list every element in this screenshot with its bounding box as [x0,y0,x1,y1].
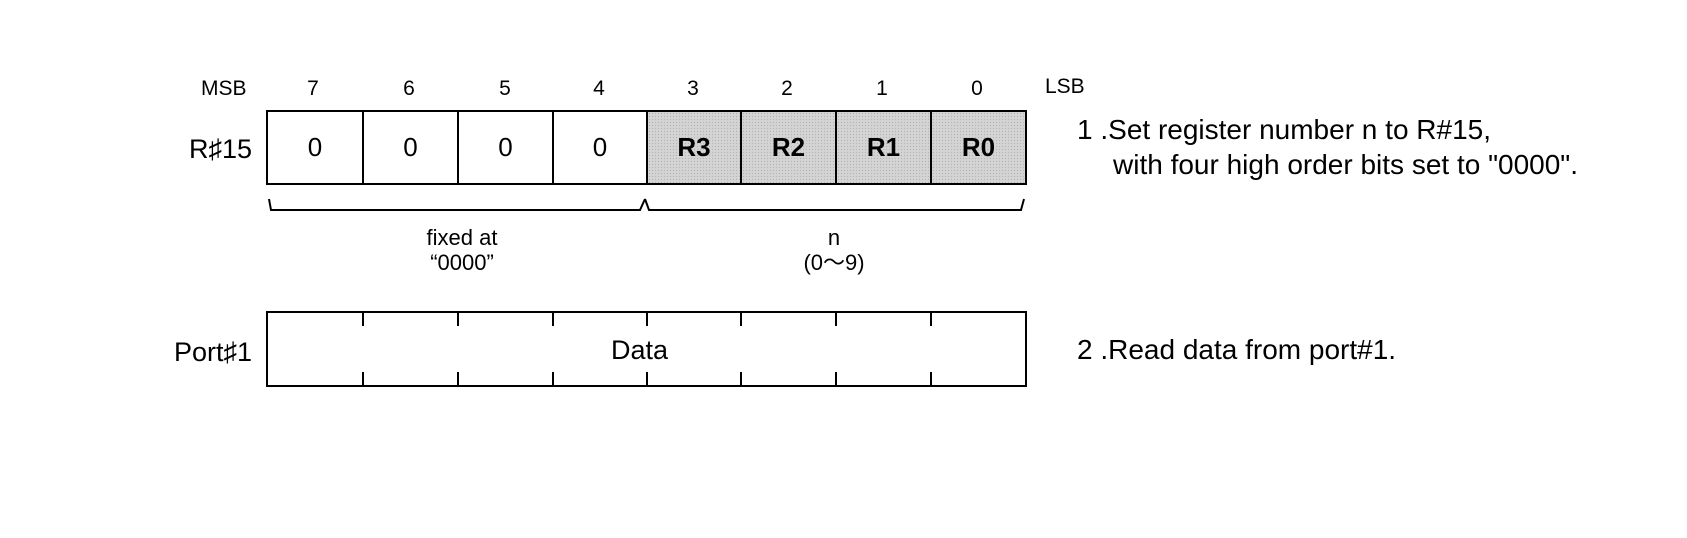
fixed-bits-label-line2: “0000” [430,250,494,276]
port-1-box: Data [266,311,1027,387]
msb-label: MSB [201,77,247,100]
port-tick-top-2 [457,313,459,326]
bit-number-7: 7 [307,77,319,100]
bit-number-1: 1 [876,77,888,100]
port-tick-bottom-1 [362,372,364,385]
port-tick-bottom-3 [552,372,554,385]
bit-number-3: 3 [687,77,699,100]
fixed-bits-label-line1: fixed at [426,225,498,250]
fixed-bits-label: fixed at “0000” [352,225,572,276]
port-tick-top-5 [740,313,742,326]
register-r15: 0 0 0 0 R3 R2 R1 R0 [266,110,1027,185]
step-1: 1 .Set register number n to R#15, with f… [1077,112,1578,182]
bit-cell-3: R3 [648,112,742,183]
port-tick-top-1 [362,313,364,326]
lsb-label: LSB [1045,75,1085,98]
bit-cell-0: R0 [932,112,1025,183]
port-tick-top-4 [646,313,648,326]
step-1-line2: with four high order bits set to "0000". [1113,149,1579,180]
fixed-bits-brace [268,198,646,211]
step-2-number: 2 . [1077,334,1109,365]
step-1-text: Set register number n to R#15, [1108,114,1492,145]
bit-cell-7: 0 [268,112,364,183]
register-number-label-line2: (0～9) [803,250,865,276]
bit-cell-6: 0 [364,112,459,183]
port-tick-bottom-5 [740,372,742,385]
port-tick-top-6 [835,313,837,326]
step-1-number: 1 . [1077,114,1109,145]
register-number-label: n (0～9) [724,225,944,276]
step-2: 2 .Read data from port#1. [1077,332,1396,367]
bit-number-2: 2 [781,77,793,100]
port-tick-top-3 [552,313,554,326]
port-tick-bottom-4 [646,372,648,385]
port-tick-bottom-2 [457,372,459,385]
bit-number-4: 4 [593,77,605,100]
port-data-label: Data [611,335,669,365]
register-label: R♯15 [188,134,252,164]
bit-cell-4: 0 [554,112,648,183]
bit-number-0: 0 [971,77,983,100]
bit-cell-2: R2 [742,112,837,183]
bit-cell-1: R1 [837,112,932,183]
bit-cell-5: 0 [459,112,554,183]
bit-number-6: 6 [403,77,415,100]
port-tick-bottom-7 [930,372,932,385]
port-tick-bottom-6 [835,372,837,385]
port-label: Port♯1 [173,337,252,367]
step-1-line1: 1 .Set register number n to R#15, [1077,112,1578,147]
register-number-brace [644,198,1025,211]
bit-number-5: 5 [499,77,511,100]
step-2-text: Read data from port#1. [1108,334,1397,365]
port-tick-top-7 [930,313,932,326]
register-number-label-line1: n [827,225,841,250]
